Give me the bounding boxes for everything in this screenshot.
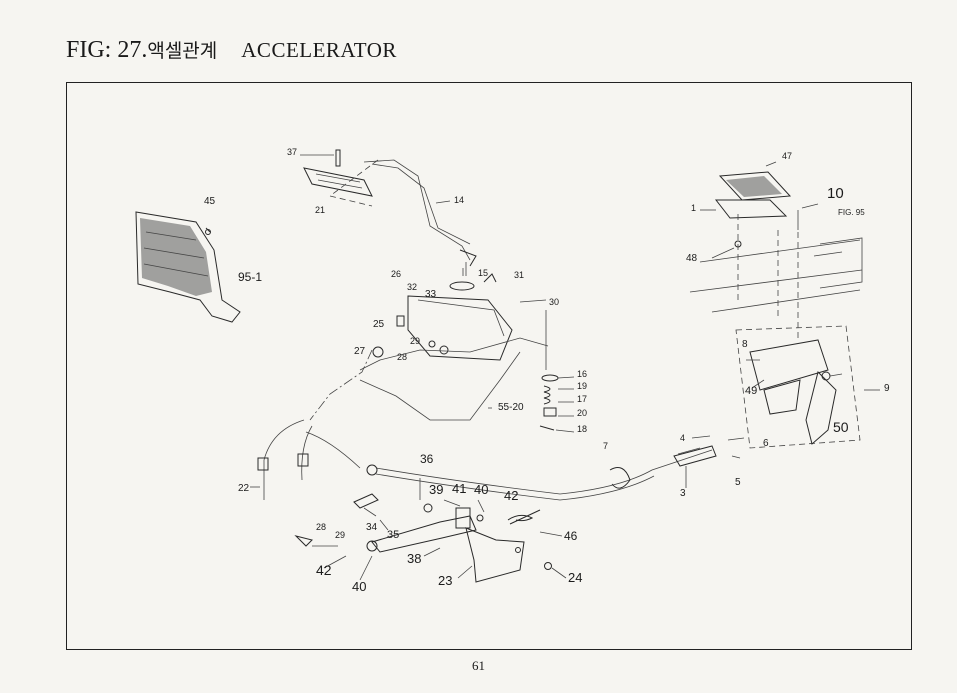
figure-heading: FIG:27.액셀관계 ACCELERATOR: [66, 36, 397, 64]
callout-c26: 26: [391, 269, 401, 279]
callout-cfig95: FIG. 95: [838, 208, 865, 217]
callout-c24: 24: [568, 570, 582, 585]
pedal-pad-assembly: [689, 161, 863, 340]
callout-c36: 36: [420, 452, 434, 466]
callout-c17: 17: [577, 394, 587, 404]
callout-c35: 35: [387, 529, 399, 541]
lever-assembly: [294, 478, 567, 583]
diagram-frame: [66, 82, 912, 650]
callout-c42b: 42: [316, 562, 332, 578]
callout-c47: 47: [782, 151, 792, 161]
title-korean: 액셀관계: [147, 40, 218, 62]
callout-c28a: 28: [397, 352, 407, 362]
callout-c29a: 29: [410, 336, 420, 346]
callout-c23: 23: [438, 573, 452, 588]
callout-c27: 27: [354, 346, 366, 357]
callout-c49: 49: [745, 385, 757, 397]
bracket-assembly: [309, 262, 549, 421]
firewall-panel: [135, 211, 241, 323]
callout-c4: 4: [680, 433, 685, 443]
accelerator-cable: [366, 435, 745, 501]
callout-c46: 46: [564, 529, 578, 543]
callout-c18: 18: [577, 424, 587, 434]
callout-c29b: 29: [335, 530, 345, 540]
pedal-arm-box: [735, 325, 880, 449]
accelerator-rod-assembly: [300, 149, 477, 276]
callout-c5: 5: [735, 477, 741, 488]
callout-c37: 37: [287, 147, 297, 157]
fig-number: 27.: [117, 37, 148, 63]
callout-c7: 7: [603, 441, 608, 451]
callout-c20: 20: [577, 408, 587, 418]
throttle-cable-left: [250, 419, 361, 500]
title-english: ACCELERATOR: [241, 38, 397, 62]
callout-c8: 8: [742, 339, 748, 350]
callout-c45: 45: [204, 196, 216, 207]
spring-stack: [488, 374, 575, 433]
callout-c50: 50: [833, 419, 849, 435]
callout-c16: 16: [577, 369, 587, 379]
callout-c25: 25: [373, 319, 385, 330]
callout-c33: 33: [425, 289, 437, 300]
callout-c40a: 40: [474, 482, 488, 497]
callout-c14: 14: [454, 195, 464, 205]
callout-c42a: 42: [504, 488, 518, 503]
callout-c95-1: 95-1: [238, 270, 262, 284]
callout-c28b: 28: [316, 522, 326, 532]
callout-c39: 39: [429, 482, 443, 497]
callout-c22: 22: [238, 483, 250, 494]
callout-c34: 34: [366, 522, 378, 533]
callout-c40b: 40: [352, 579, 366, 594]
fig-label: FIG:: [66, 37, 112, 63]
callout-c55-20: 55-20: [498, 402, 524, 413]
callout-c9: 9: [884, 383, 890, 394]
callout-c10: 10: [827, 185, 844, 202]
page-number: 61: [472, 658, 485, 673]
callout-c1: 1: [691, 203, 696, 213]
callout-c31: 31: [514, 270, 524, 280]
callout-c3: 3: [680, 488, 686, 499]
callout-c32: 32: [407, 282, 417, 292]
callout-c21: 21: [315, 205, 325, 215]
callout-c6: 6: [763, 438, 769, 449]
callout-c30: 30: [549, 297, 559, 307]
callout-c48: 48: [686, 253, 698, 264]
callout-c38: 38: [407, 551, 421, 566]
callout-c15: 15: [478, 268, 488, 278]
callout-c41: 41: [452, 481, 466, 496]
callout-c19: 19: [577, 381, 587, 391]
